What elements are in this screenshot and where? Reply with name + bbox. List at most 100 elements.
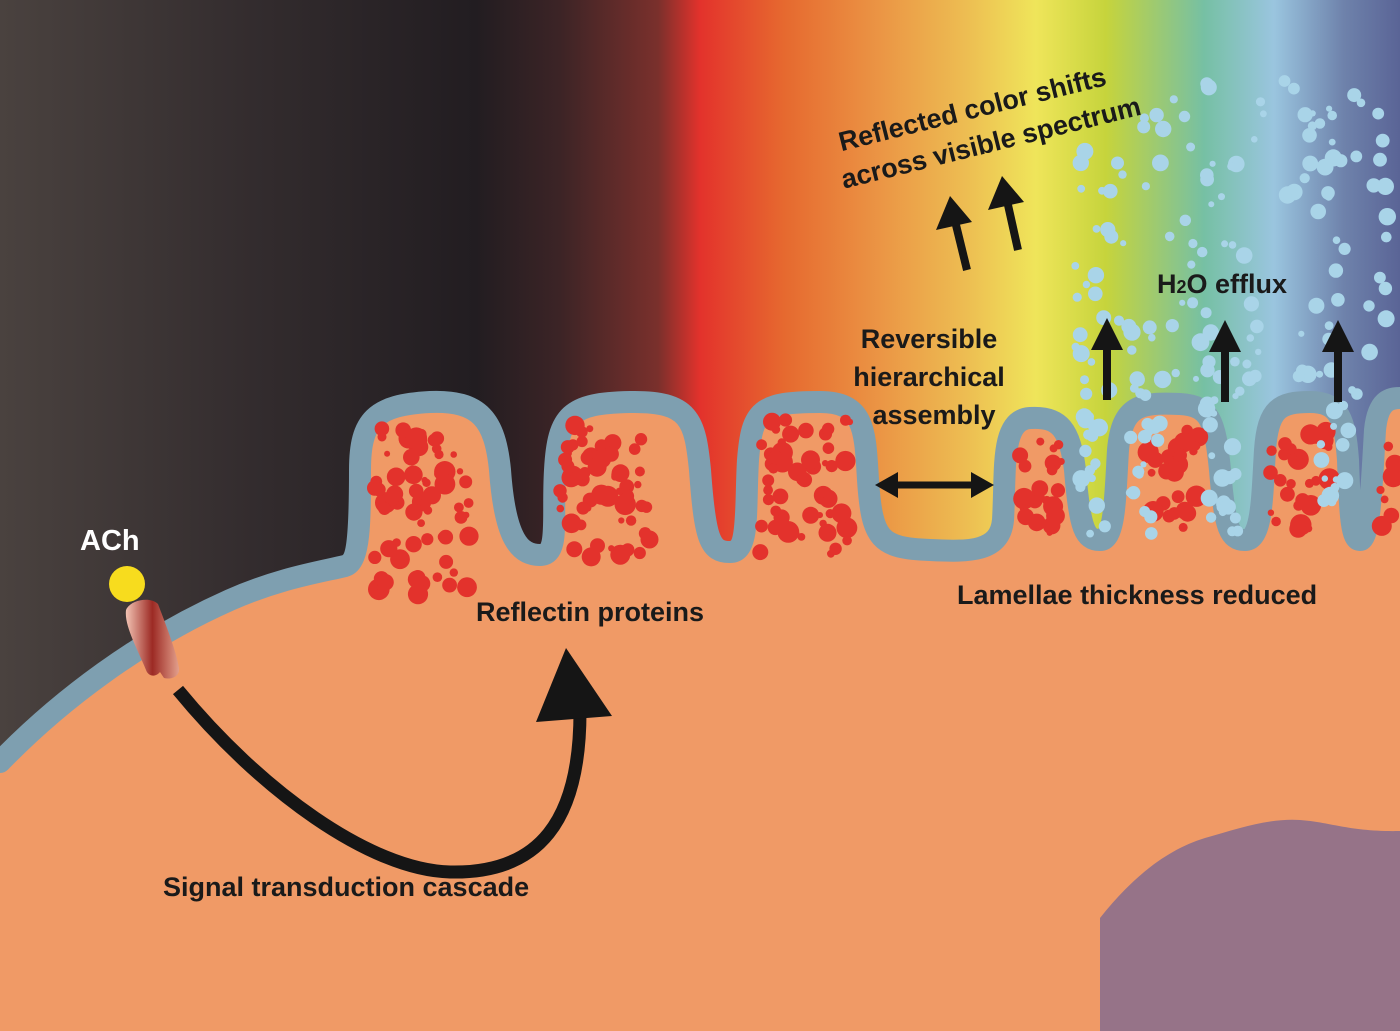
reflectin-particle	[454, 502, 464, 513]
water-droplet	[1298, 330, 1305, 337]
water-droplet	[1088, 497, 1106, 514]
reflectin-particle	[576, 501, 590, 515]
water-droplet	[1243, 296, 1259, 312]
water-droplet	[1348, 386, 1356, 394]
water-droplet	[1077, 184, 1086, 193]
reflectin-particle	[374, 421, 390, 437]
reflectin-particle	[782, 425, 800, 443]
water-droplet	[1325, 402, 1343, 420]
reflectin-particle	[566, 465, 574, 474]
reflectin-particle	[434, 449, 444, 460]
reflectin-particle	[457, 577, 477, 598]
reflectin-particle	[1274, 474, 1287, 487]
reflectin-particle	[821, 422, 835, 436]
water-droplet	[1335, 438, 1350, 452]
water-droplet	[1250, 319, 1264, 334]
cytoplasm	[0, 398, 1400, 1031]
water-droplet	[1316, 440, 1326, 449]
reversible-label-line2: hierarchical	[853, 362, 1005, 392]
water-droplet	[1140, 461, 1147, 468]
water-droplet	[1299, 173, 1310, 184]
reflectin-label: Reflectin proteins	[476, 597, 704, 627]
water-droplet	[1378, 281, 1393, 296]
water-droplet	[1328, 263, 1344, 278]
water-droplet	[1164, 231, 1175, 242]
reflectin-particle	[407, 584, 429, 605]
water-droplet	[1152, 154, 1169, 172]
water-droplet	[1200, 172, 1214, 187]
water-droplet	[1378, 208, 1397, 226]
water-droplet	[1228, 241, 1237, 249]
reflectin-particle	[640, 530, 659, 549]
reflectin-particle	[1036, 437, 1045, 446]
water-droplet	[1187, 297, 1199, 309]
reflectin-particle	[797, 533, 806, 541]
water-droplet	[1169, 95, 1178, 104]
reflectin-particle	[1281, 490, 1290, 499]
reflectin-particle	[1162, 509, 1176, 523]
cell	[0, 387, 1400, 1031]
water-droplet	[1202, 417, 1218, 433]
water-droplet	[1229, 468, 1242, 481]
reflectin-particle	[377, 574, 394, 591]
reflectin-particle	[835, 450, 856, 472]
reflectin-particle	[772, 488, 789, 505]
reflectin-particle	[437, 531, 448, 543]
water-droplet	[1080, 387, 1093, 400]
water-droplet	[1123, 323, 1141, 341]
reflectin-particle	[608, 545, 615, 552]
reflectin-particle	[829, 542, 842, 555]
reflectin-particle	[641, 501, 650, 510]
reflectin-particle	[566, 541, 583, 558]
reflectin-particle	[1017, 508, 1034, 526]
water-droplet	[1255, 97, 1266, 107]
receptor-icon	[125, 599, 180, 679]
reflectin-particle	[556, 504, 565, 513]
reflectin-particle	[1371, 515, 1392, 536]
cell-membrane	[0, 387, 1400, 773]
reflectin-particle	[625, 515, 637, 526]
water-droplet	[1124, 430, 1138, 444]
water-droplet	[1363, 300, 1375, 312]
water-droplet	[1118, 170, 1127, 179]
water-droplet	[1188, 238, 1198, 249]
reflectin-particle	[567, 439, 579, 451]
water-droplet	[1350, 150, 1363, 163]
reflectin-particle	[840, 414, 851, 426]
water-droplet	[1087, 358, 1096, 366]
reflectin-particle	[818, 497, 826, 504]
h2o-suffix: O efflux	[1187, 269, 1288, 299]
reflectin-particle	[386, 467, 406, 487]
reflectin-particle	[1189, 427, 1209, 447]
water-droplet	[1347, 88, 1362, 103]
reflectin-particle	[1171, 490, 1185, 504]
water-droplet	[1229, 512, 1241, 524]
water-droplet	[1191, 333, 1210, 352]
reflectin-particle	[822, 442, 835, 455]
reflectin-particle	[405, 427, 428, 450]
reflectin-particle	[1018, 459, 1032, 473]
reflectin-particle	[405, 503, 423, 521]
water-droplet	[1178, 110, 1191, 123]
h2o-efflux-arrows	[1091, 318, 1354, 402]
water-droplet	[1227, 162, 1236, 171]
reflectin-particle	[634, 466, 645, 477]
water-droplet	[1218, 193, 1225, 201]
reflectin-particle	[434, 473, 456, 495]
reflectin-particle	[633, 546, 646, 560]
reflectin-particle	[561, 513, 582, 534]
water-droplet	[1120, 240, 1127, 247]
water-droplet	[1179, 214, 1192, 226]
water-droplet	[1092, 225, 1101, 233]
reversible-label-line3: assembly	[872, 400, 995, 430]
reflectin-particle	[405, 536, 422, 553]
reflectin-particle	[801, 450, 820, 470]
h2o-prefix: H	[1157, 269, 1177, 299]
water-droplet	[1242, 359, 1252, 369]
reflectin-particle	[756, 439, 767, 451]
reflectin-particle	[762, 474, 775, 487]
reflectin-particle	[368, 550, 382, 565]
water-droplet	[1210, 396, 1219, 405]
water-droplet	[1086, 529, 1094, 538]
